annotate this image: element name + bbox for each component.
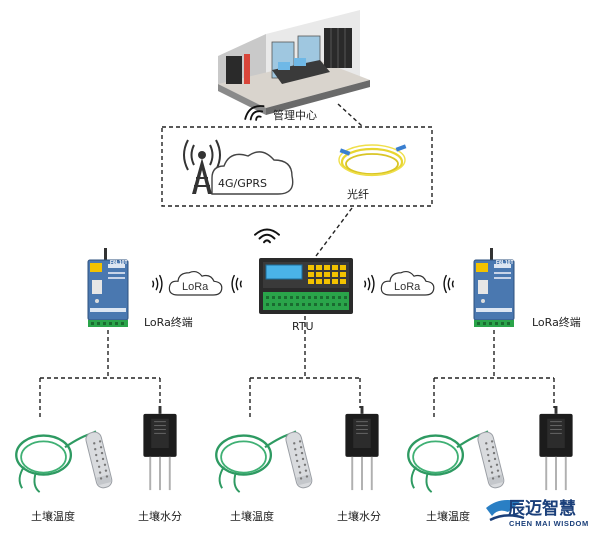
soil-moisture-label: 土壤水分 xyxy=(138,509,182,523)
control-room-illustration xyxy=(218,10,370,115)
soil-temperature-sensor xyxy=(214,429,315,494)
soil-temperature-sensor xyxy=(14,429,115,494)
fiber-optic-icon xyxy=(338,144,407,177)
signal-waves-icon xyxy=(231,274,243,294)
rtu-wireless-icon xyxy=(253,228,281,244)
management-center-label: 管理中心 xyxy=(273,108,317,122)
cloud-icon xyxy=(211,151,294,195)
lora-label-right: LoRa xyxy=(394,281,421,293)
lora-terminal-left-label: LoRa终端 xyxy=(144,315,193,329)
cellular-label: 4G/GPRS xyxy=(218,177,267,190)
soil-temperature-label: 土壤温度 xyxy=(230,509,274,523)
brand-name-en: CHEN MAI WISDOM xyxy=(509,519,589,528)
brand-name-cn: 辰迈智慧 xyxy=(508,498,576,519)
soil-moisture-label: 土壤水分 xyxy=(337,509,381,523)
brand-swoosh-icon xyxy=(486,500,520,516)
soil-temperature-label: 土壤温度 xyxy=(31,509,75,523)
rtu-label: RTU xyxy=(292,320,314,333)
brand-logo: 辰迈智慧 CHEN MAI WISDOM xyxy=(486,498,589,528)
lora-label-left: LoRa xyxy=(182,281,209,293)
soil-temperature-sensor xyxy=(406,429,507,494)
signal-waves-icon xyxy=(151,274,163,294)
rtu-device xyxy=(259,258,353,314)
cell-tower-icon xyxy=(183,139,221,194)
soil-moisture-sensor xyxy=(343,406,381,492)
network-box xyxy=(161,126,433,207)
signal-waves-icon xyxy=(443,274,455,294)
terminal-model-left: F8L10T xyxy=(110,260,128,266)
terminal-model-right: F8L10T xyxy=(496,260,514,266)
lora-terminal-right-label: LoRa终端 xyxy=(532,315,581,329)
soil-moisture-sensor xyxy=(141,406,179,492)
soil-temperature-label: 土壤温度 xyxy=(426,509,470,523)
soil-moisture-sensor xyxy=(537,406,575,492)
connection-lines xyxy=(39,316,555,420)
signal-waves-icon xyxy=(363,274,375,294)
fiber-label: 光纤 xyxy=(347,187,369,201)
